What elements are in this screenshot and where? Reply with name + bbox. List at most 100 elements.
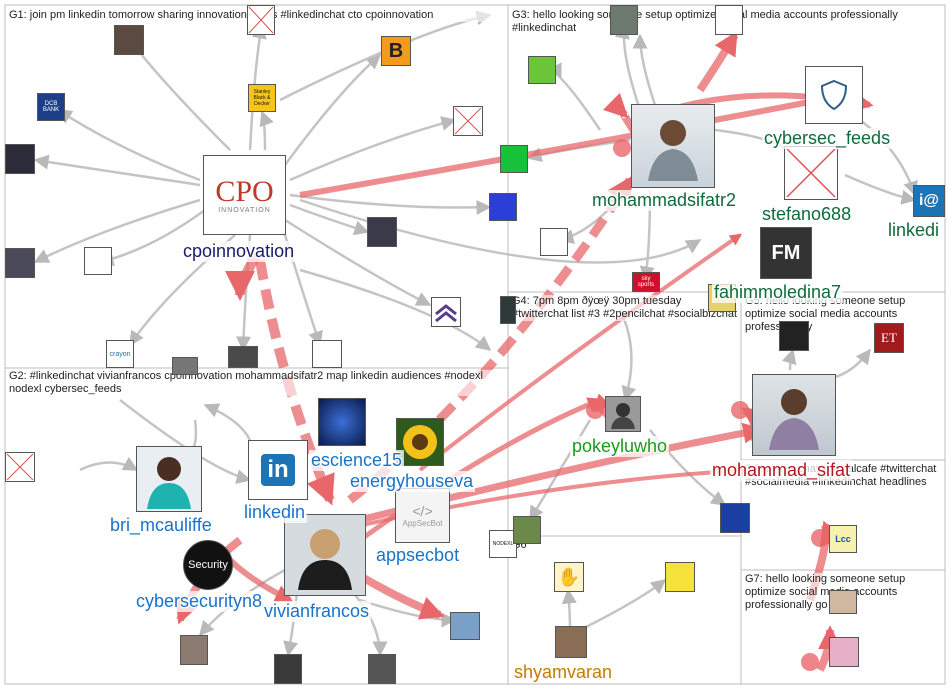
eu-logo[interactable] xyxy=(720,503,750,533)
node-label-vivianfrancos: vivianfrancos xyxy=(262,601,371,622)
sunflower-icon xyxy=(400,422,440,462)
security-image-text: Security xyxy=(188,559,228,571)
linkedin-logo[interactable]: in xyxy=(248,440,308,500)
edge xyxy=(700,35,735,90)
node-label-mohammad-sifat: mohammad_sifat xyxy=(710,460,852,481)
loop-marker xyxy=(801,653,819,671)
avatar[interactable] xyxy=(180,635,208,665)
person-icon xyxy=(764,380,824,450)
lcc-logo[interactable]: Lcc xyxy=(829,525,857,553)
code-icon: </> xyxy=(412,503,432,519)
loop-marker xyxy=(811,529,829,547)
person-icon xyxy=(292,520,358,590)
edge xyxy=(262,112,265,150)
cybersecurityn8-avatar[interactable]: Security xyxy=(183,540,233,590)
avatar[interactable] xyxy=(779,321,809,351)
crayon-logo-text: crayon xyxy=(109,351,130,358)
ribbon-logo[interactable] xyxy=(540,228,568,256)
waving-hand-icon[interactable]: ✋ xyxy=(554,562,584,592)
broken-image-icon[interactable] xyxy=(453,106,483,136)
avatar[interactable] xyxy=(368,654,396,684)
fm-logo-text: FM xyxy=(772,242,801,265)
shyamvaran-avatar[interactable] xyxy=(555,626,587,658)
node-label-linkedi: linkedi xyxy=(886,220,941,241)
node-label-energyhouseva: energyhouseva xyxy=(348,471,475,492)
person-icon xyxy=(608,399,638,429)
loop-marker xyxy=(731,401,749,419)
sky-sports-logo[interactable]: sky sports xyxy=(632,272,660,292)
node-label-pokeyluwho: pokeyluwho xyxy=(570,436,669,457)
stanley-logo[interactable]: Stanley Black & Decker xyxy=(248,84,276,112)
quantum-logo[interactable] xyxy=(489,193,517,221)
lcc-logo-text: Lcc xyxy=(835,534,851,544)
loop-marker xyxy=(613,139,631,157)
cybersec-feeds-logo[interactable] xyxy=(805,66,863,124)
cnbc-logo[interactable] xyxy=(715,5,743,35)
avatar[interactable] xyxy=(610,5,638,35)
stanley-logo-text: Stanley Black & Decker xyxy=(249,89,275,107)
mohammad-sifat-avatar[interactable] xyxy=(752,374,836,456)
nodexl-logo-text: NODEXL xyxy=(493,541,514,547)
linkedi-logo[interactable]: i@ xyxy=(913,185,945,217)
edge xyxy=(205,405,250,440)
escience15-avatar[interactable] xyxy=(318,398,366,446)
avatar[interactable] xyxy=(513,516,541,544)
avatar[interactable] xyxy=(829,590,857,614)
edge xyxy=(80,463,137,471)
edge xyxy=(624,25,640,110)
bri-mcauliffe-avatar[interactable] xyxy=(136,446,202,512)
avatar[interactable] xyxy=(114,25,144,55)
dcb-bank-logo[interactable]: DCB BANK xyxy=(37,93,65,121)
group-label-g4: G4: 7pm 8pm ðÿœÿ 30pm tuesday #twitterch… xyxy=(512,295,737,321)
mohammadsifatr2-avatar[interactable] xyxy=(631,104,715,188)
appsecbot-logo[interactable]: </> AppSecBot xyxy=(395,488,450,543)
avatar[interactable] xyxy=(172,357,198,375)
avatar[interactable] xyxy=(665,562,695,592)
node-label-appsecbot: appsecbot xyxy=(374,545,461,566)
node-label-cpoinnovation: cpoinnovation xyxy=(181,241,296,262)
broken-image-icon[interactable] xyxy=(5,452,35,482)
b-logo[interactable]: B xyxy=(381,36,411,66)
edge xyxy=(790,350,793,370)
edge xyxy=(35,160,200,185)
loop-marker xyxy=(586,401,604,419)
cpo-logo-text: CPO xyxy=(215,177,273,207)
cpoinnovation-logo[interactable]: CPO INNOVATION xyxy=(203,155,286,235)
avatar[interactable] xyxy=(274,654,302,684)
edge xyxy=(300,270,490,350)
node-label-shyamvaran: shyamvaran xyxy=(512,662,614,683)
edge xyxy=(568,590,570,630)
acorn-logo[interactable] xyxy=(528,56,556,84)
node-label-linkedin: linkedin xyxy=(242,502,307,523)
crayon-logo[interactable]: crayon xyxy=(106,340,134,368)
avatar[interactable] xyxy=(84,247,112,275)
b-logo-text: B xyxy=(389,40,403,63)
edge xyxy=(300,100,820,195)
et-logo-text: ET xyxy=(881,330,897,346)
pokeyluwho-avatar[interactable] xyxy=(605,396,641,432)
node-label-cybersecurityn8: cybersecurityn8 xyxy=(134,591,264,612)
cpo-logo-sub: INNOVATION xyxy=(218,207,271,214)
avatar[interactable] xyxy=(367,217,397,247)
node-label-cybersec-feeds: cybersec_feeds xyxy=(762,128,892,149)
node-label-escience15: escience15 xyxy=(309,450,404,471)
avatar[interactable] xyxy=(5,144,35,174)
insurance-logo[interactable] xyxy=(312,340,342,368)
vivianfrancos-avatar[interactable] xyxy=(284,514,366,596)
chevron-logo[interactable] xyxy=(431,297,461,327)
edge xyxy=(580,580,665,630)
et-logo[interactable]: ET xyxy=(874,323,904,353)
avatar[interactable] xyxy=(228,346,258,368)
group-label-g2: G2: #linkedinchat vivianfrancos cpoinnov… xyxy=(9,370,504,396)
avatar[interactable] xyxy=(450,612,480,640)
avatar[interactable] xyxy=(829,637,859,667)
broken-image-icon xyxy=(785,147,837,199)
business-logo[interactable] xyxy=(500,145,528,173)
broken-image-icon[interactable] xyxy=(247,5,275,35)
edge xyxy=(58,110,200,180)
avatar[interactable] xyxy=(5,248,35,278)
fahimmoledina7-logo[interactable]: FM xyxy=(760,227,812,279)
stefano688-avatar[interactable] xyxy=(784,146,838,200)
edge xyxy=(130,40,230,150)
avatar[interactable] xyxy=(500,296,516,324)
